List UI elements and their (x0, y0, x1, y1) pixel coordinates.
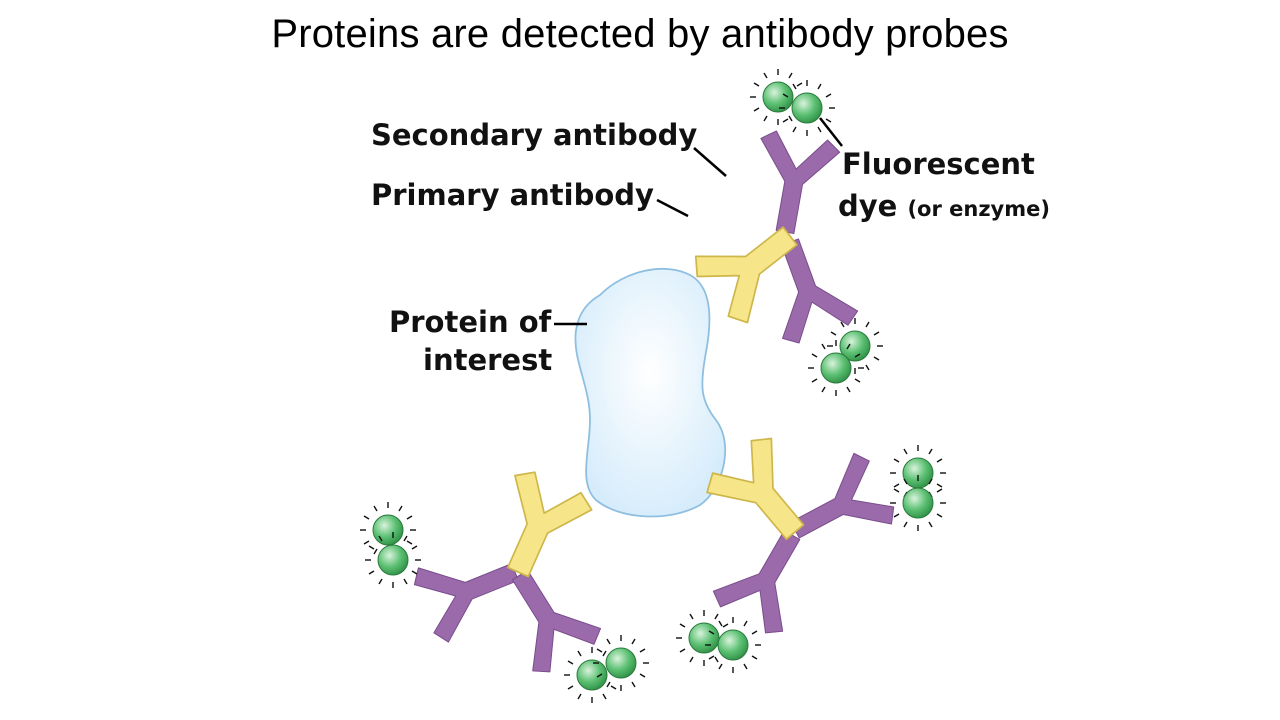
secondary-antibody (408, 534, 531, 647)
leader-line-primary (656, 198, 689, 218)
or-enzyme-note: (or enzyme) (907, 197, 1050, 221)
fluorescent-dye (749, 68, 836, 137)
fluorescent-dye (359, 501, 422, 589)
protein-label-line1: Protein of (389, 305, 552, 339)
dye-word: dye (838, 189, 898, 223)
fluorescent-dye (563, 634, 650, 704)
fluorescent-dye (807, 317, 884, 397)
fluorescent-dye (889, 444, 947, 532)
protein-of-interest (574, 268, 727, 518)
slide-title: Proteins are detected by antibody probes (271, 12, 1009, 56)
leader-line-secondary (693, 147, 727, 177)
fluorescent-dye (675, 609, 762, 674)
primary-antibody-label: Primary antibody (371, 178, 654, 212)
secondary-antibody-label: Secondary antibody (371, 118, 698, 152)
secondary-antibody (707, 514, 828, 641)
secondary-antibody (745, 128, 842, 240)
fluorescent-label-line2: dye (or enzyme) (838, 189, 1050, 224)
fluorescent-label-line1: Fluorescent (842, 147, 1035, 181)
protein-label-line2: interest (423, 343, 553, 377)
leader-line-dye (819, 117, 843, 147)
